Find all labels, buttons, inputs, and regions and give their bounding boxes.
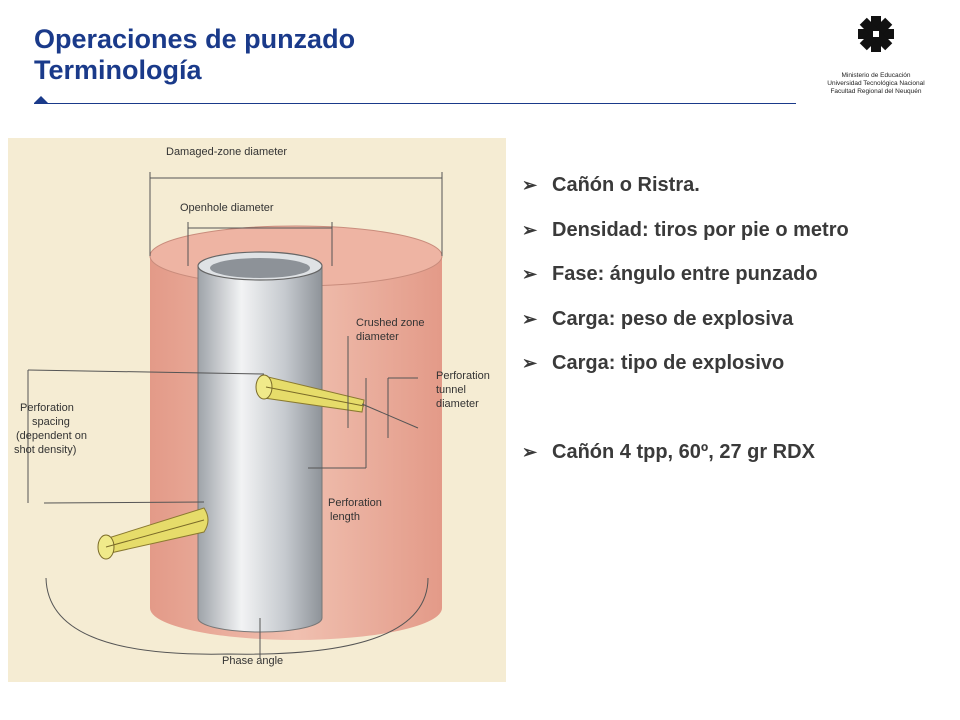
bullet-text: Carga: tipo de explosivo [552,352,785,374]
casing-bore [210,258,310,278]
bullet-item: ➢ Carga: tipo de explosivo [522,341,952,386]
lower-perforation-tunnel [97,507,209,560]
label-perforation-tunnel-1: Perforation [436,370,490,382]
bullet-item: ➢ Carga: peso de explosiva [522,297,952,342]
arrow-bullet-icon: ➢ [522,308,538,329]
label-spacing-1: Perforation [20,402,74,414]
title-line-1: Operaciones de punzado [34,24,356,54]
arrow-bullet-icon: ➢ [522,441,538,462]
label-spacing-2: spacing [32,416,70,428]
bullet-item: ➢ Cañón 4 tpp, 60º, 27 gr RDX [522,430,952,475]
bullet-text: Fase: ángulo entre punzado [552,263,818,285]
arrow-bullet-icon: ➢ [522,353,538,373]
label-spacing-4: shot density) [14,444,76,456]
title-marker-icon [34,96,48,103]
bullet-text: Carga: peso de explosiva [552,307,794,330]
label-phase-angle: Phase angle [222,655,283,667]
title-line-2: Terminología [34,55,202,85]
label-openhole-diameter: Openhole diameter [180,202,274,214]
label-length-1: Perforation [328,497,382,509]
logo-line-2: Universidad Tecnológica Nacional [827,80,925,87]
logo-line-3: Facultad Regional del Neuquén [830,88,922,95]
perforation-diagram: Damaged-zone diameter Openhole diameter … [8,138,506,682]
bullet-text: Densidad: tiros por pie o metro [552,218,849,241]
logo-caption: Ministerio de Educación Universidad Tecn… [796,72,956,96]
bullet-text: Cañón 4 tpp, 60º, 27 gr RDX [552,440,815,463]
label-length-2: length [330,511,360,523]
label-crushed-zone-1: Crushed zone [356,317,425,329]
arrow-bullet-icon: ➢ [522,175,538,195]
arrow-bullet-icon: ➢ [522,264,538,284]
bullet-item: ➢ Cañón o Ristra. [522,163,952,208]
label-perforation-tunnel-3: diameter [436,398,479,410]
perforation-diagram-svg: Damaged-zone diameter Openhole diameter … [14,146,490,667]
bullet-item: ➢ Densidad: tiros por pie o metro [522,208,952,253]
label-perforation-tunnel-2: tunnel [436,384,466,396]
utn-asterisk-logo-icon [856,14,896,54]
page-title: Operaciones de punzado Terminología [34,24,355,86]
label-damaged-zone-diameter: Damaged-zone diameter [166,146,287,158]
casing-cylinder [197,265,323,633]
bullet-list: ➢ Cañón o Ristra. ➢ Densidad: tiros por pi… [522,163,952,474]
label-crushed-zone-2: diameter [356,331,399,343]
title-divider [34,103,796,104]
bullet-item: ➢ Fase: ángulo entre punzado [522,252,952,297]
bullet-text: Cañón o Ristra. [552,174,700,196]
arrow-bullet-icon: ➢ [522,219,538,240]
upper-perforation-tunnel [255,374,365,413]
logo-line-1: Ministerio de Educación [841,72,911,79]
label-spacing-3: (dependent on [16,430,87,442]
